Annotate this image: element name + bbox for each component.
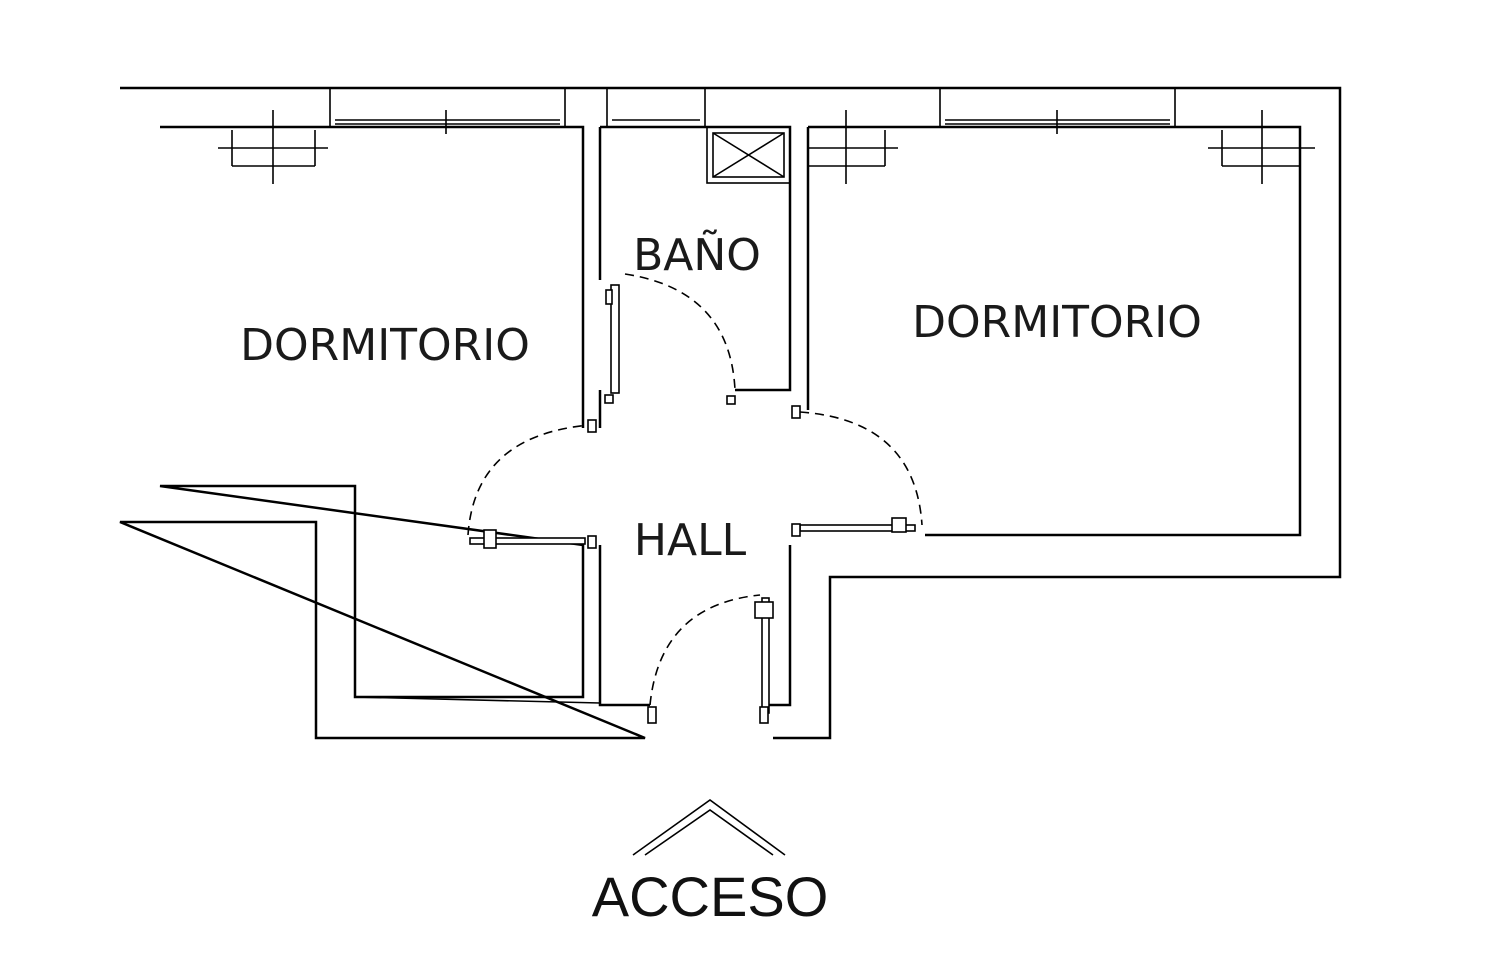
door-acceso bbox=[354, 594, 774, 724]
room-label-hall: HALL bbox=[634, 515, 747, 566]
doors bbox=[354, 273, 923, 724]
outer-walls bbox=[119, 86, 1342, 740]
shower-tray-icon bbox=[706, 126, 791, 184]
radiator-symbols bbox=[218, 110, 1315, 184]
room-label-dormitorio-left: DORMITORIO bbox=[240, 320, 530, 371]
inner-walls bbox=[159, 125, 1302, 707]
door-bano bbox=[604, 273, 736, 405]
room-label-bano: BAÑO bbox=[633, 229, 761, 281]
door-dormitorio-left bbox=[467, 419, 597, 549]
windows bbox=[329, 87, 1176, 134]
door-dormitorio-right bbox=[791, 405, 923, 537]
room-label-dormitorio-right: DORMITORIO bbox=[912, 297, 1202, 348]
access-label: ACCESO bbox=[592, 865, 829, 928]
radiator-icon-left bbox=[218, 110, 328, 184]
entrance-chevron-icon bbox=[632, 799, 786, 856]
radiator-icon-middle bbox=[808, 110, 898, 184]
radiator-icon-right bbox=[1208, 110, 1315, 184]
